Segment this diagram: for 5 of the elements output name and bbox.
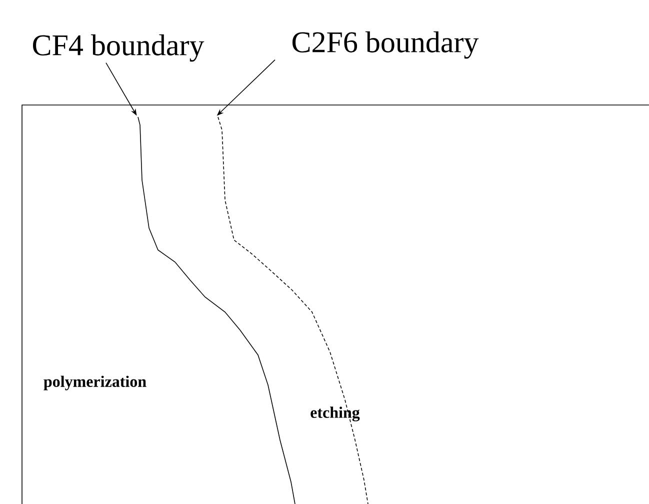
boundary-curve xyxy=(218,116,368,504)
boundary-label: C2F6 boundary xyxy=(292,31,479,59)
region-label: polymerization xyxy=(44,376,146,390)
region-label: etching xyxy=(310,406,360,422)
boundary-label: CF4 boundary xyxy=(32,34,204,62)
